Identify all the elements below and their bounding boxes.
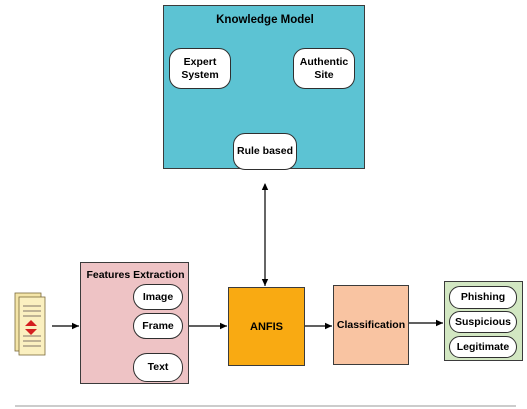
- authentic-site-label-line2: Site: [314, 68, 334, 81]
- image-feature-label: Image: [142, 290, 174, 303]
- phishing-result-node: Phishing: [449, 286, 517, 309]
- authentic-site-node: Authentic Site: [293, 48, 355, 89]
- anfis-node: ANFIS: [228, 287, 305, 366]
- text-feature-label: Text: [147, 361, 169, 373]
- rule-based-label: Rule based: [236, 145, 294, 157]
- phishing-label: Phishing: [460, 291, 506, 303]
- features-extraction-title: Features Extraction: [86, 269, 185, 281]
- suspicious-result-node: Suspicious: [449, 311, 517, 333]
- classification-label: Classification: [336, 319, 406, 331]
- expert-system-node: Expert System: [169, 48, 231, 89]
- image-feature-node: Image: [133, 284, 183, 310]
- knowledge-model-title: Knowledge Model: [216, 14, 314, 26]
- legitimate-result-node: Legitimate: [449, 336, 517, 358]
- anfis-label: ANFIS: [250, 320, 283, 333]
- document-stack-icon: [14, 292, 46, 356]
- expert-system-label-line2: System: [181, 68, 219, 81]
- rule-based-node: Rule based: [233, 133, 297, 170]
- frame-feature-label: Frame: [142, 319, 174, 332]
- frame-feature-node: Frame: [133, 313, 183, 339]
- expert-system-label-line1: Expert: [183, 55, 217, 68]
- text-feature-node: Text: [133, 353, 183, 382]
- classification-node: Classification: [333, 285, 409, 365]
- authentic-site-label-line1: Authentic: [299, 55, 349, 68]
- legitimate-label: Legitimate: [456, 340, 510, 353]
- suspicious-label: Suspicious: [454, 315, 511, 328]
